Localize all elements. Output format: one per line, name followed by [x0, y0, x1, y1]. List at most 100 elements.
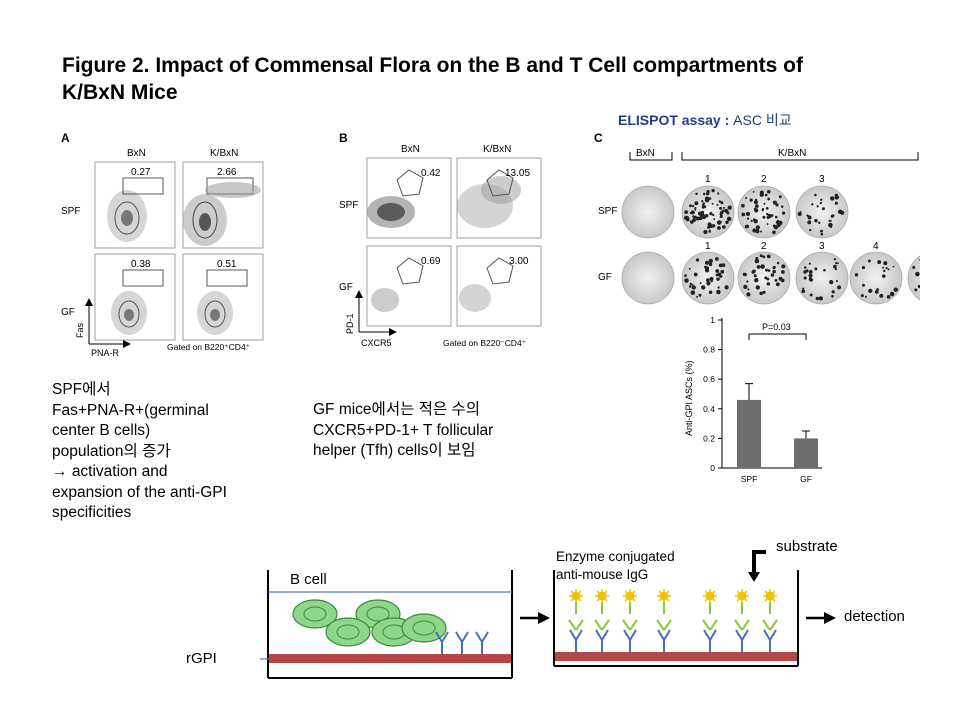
x-tick-label: SPF [741, 474, 758, 484]
panel-c-col-bxn: BxN [636, 148, 655, 159]
bar-spf [737, 399, 761, 468]
description-b-line2: CXCR5+PD-1+ T follicular [313, 421, 494, 439]
elispot-well-gf-kbxn-5 [907, 255, 920, 301]
panel-c-col-kbxn: K/BxN [778, 148, 806, 159]
panel-b-gating-label: Gated on B220⁻CD4⁺ [443, 338, 527, 348]
description-a-line3: center B cells) [52, 422, 151, 439]
panel-a-plot-spf-kbxn [182, 161, 264, 249]
elispot-well-spf-kbxn-3 [795, 185, 849, 239]
panel-c-row-spf: SPF [598, 206, 617, 217]
panel-b-letter: B [339, 131, 348, 145]
panel-a-row-spf: SPF [61, 206, 80, 217]
bar-chart-y-axis-label: Anti-GPI ASCs (%) [684, 360, 694, 436]
gf-well-number: 1 [705, 241, 711, 252]
panel-b-col-kbxn: K/BxN [483, 144, 511, 155]
panel-c-row-gf: GF [598, 272, 612, 283]
capture-antibody [435, 631, 449, 654]
description-a-line1: SPF에서 [52, 381, 111, 398]
capture-antibody [455, 631, 469, 654]
capture-antibody [735, 629, 749, 652]
panel-c-bxn-bracket [629, 152, 673, 161]
gf-well-number: 4 [873, 241, 879, 252]
elispot-caption-bold: ELISPOT assay : [618, 112, 730, 128]
panel-a-value-spf-bxn: 0.27 [131, 167, 151, 178]
elispot-well-gf-bxn [621, 251, 675, 305]
detection-arrow [806, 612, 836, 624]
enzyme-conjugated-antibody [622, 589, 638, 631]
enzyme-label-line1: Enzyme conjugated [556, 549, 675, 564]
panel-a-x-axis-label: PNA-R [91, 348, 120, 358]
b-cell-label: B cell [290, 571, 327, 588]
elispot-schematic [260, 550, 836, 679]
capture-antibody [595, 629, 609, 652]
description-a-line4: population의 증가 [52, 442, 171, 460]
panel-b-y-axis-label: PD-1 [345, 313, 355, 334]
y-tick-label: 0.8 [703, 345, 715, 355]
panel-c-kbxn-bracket [681, 152, 919, 161]
y-tick-label: 0.4 [703, 404, 715, 414]
panel-c-elispot-wells: C BxN K/BxN SPF GF 123 12345 [594, 131, 920, 305]
panel-a-plot-spf-bxn [94, 161, 176, 249]
x-tick-label: GF [800, 474, 812, 484]
panel-a-value-gf-kbxn: 0.51 [217, 259, 237, 270]
panel-b-x-axis-label: CXCR5 [361, 338, 392, 348]
y-tick-label: 0.2 [703, 433, 715, 443]
elispot-well-spf-bxn [621, 185, 675, 239]
elispot-well-gf-kbxn-1 [681, 251, 735, 305]
right-well [553, 570, 799, 667]
significance-bracket [748, 333, 807, 340]
y-tick-label: 1 [710, 315, 715, 325]
description-a: SPF에서 Fas+PNA-R+(germinal center B cells… [52, 380, 292, 524]
panel-b-flow-cytometry: B BxN K/BxN SPF GF 0.42 13.05 0.69 3.00 … [339, 131, 542, 348]
capture-antibody [623, 629, 637, 652]
elispot-well-gf-kbxn-4 [849, 251, 903, 305]
spf-well-number: 2 [761, 174, 767, 185]
panel-a-plot-gf-kbxn [182, 253, 264, 341]
elispot-well-spf-kbxn-1 [681, 185, 735, 239]
right-arrow-icon: → [52, 463, 68, 480]
panel-a-col-bxn: BxN [127, 148, 146, 159]
figure-title: Figure 2. Impact of Commensal Flora on t… [62, 54, 803, 104]
capture-antibody [703, 629, 717, 652]
panel-a-row-gf: GF [61, 307, 75, 318]
y-tick-label: 0.6 [703, 374, 715, 384]
elispot-caption-rest: ASC 비교 [733, 112, 792, 128]
enzyme-icon [569, 589, 583, 603]
panel-a-gating-label: Gated on B220⁺CD4⁺ [167, 342, 251, 352]
description-a-line5: activation and [71, 463, 168, 480]
panel-a-letter: A [61, 131, 70, 145]
substrate-arrow [752, 550, 766, 576]
enzyme-conjugated-antibody [594, 589, 610, 631]
panel-b-value-gf-kbxn: 3.00 [509, 256, 529, 267]
enzyme-conjugated-antibody [656, 589, 672, 631]
description-a-line7: specificities [52, 504, 132, 521]
elispot-well-gf-kbxn-3 [795, 251, 849, 305]
panel-b-value-spf-bxn: 0.42 [421, 168, 441, 179]
panel-a-flow-cytometry: A BxN K/BxN SPF GF 0.27 2.66 0.38 0.51 [61, 131, 264, 358]
panel-a-y-axis-label: Fas [75, 322, 85, 338]
detection-label: detection [844, 608, 905, 625]
enzyme-conjugated-antibody [762, 589, 778, 631]
enzyme-conjugated-antibody [734, 589, 750, 631]
rgpi-coated-plate-right [555, 652, 797, 661]
panel-a-col-kbxn: K/BxN [210, 148, 238, 159]
description-a-line6: expansion of the anti-GPI [52, 483, 227, 501]
panel-b-col-bxn: BxN [401, 144, 420, 155]
capture-antibody [763, 629, 777, 652]
panel-a-value-spf-kbxn: 2.66 [217, 167, 237, 178]
gf-well-number: 3 [819, 241, 825, 252]
bar-gf [794, 438, 818, 468]
enzyme-icon [703, 589, 717, 603]
spf-well-number: 1 [705, 174, 711, 185]
enzyme-conjugated-antibody [702, 589, 718, 631]
description-b: GF mice에서는 적은 수의 CXCR5+PD-1+ T follicula… [313, 400, 583, 462]
enzyme-icon [763, 589, 777, 603]
b-cell [292, 599, 338, 629]
panel-b-row-spf: SPF [339, 200, 358, 211]
description-b-line1: GF mice에서는 적은 수의 [313, 401, 480, 418]
panel-b-row-gf: GF [339, 282, 353, 293]
rgpi-label: rGPI [186, 650, 217, 667]
description-a-line2: Fas+PNA-R+(germinal [52, 401, 209, 419]
panel-b-value-spf-kbxn: 13.05 [505, 168, 530, 179]
enzyme-icon [595, 589, 609, 603]
